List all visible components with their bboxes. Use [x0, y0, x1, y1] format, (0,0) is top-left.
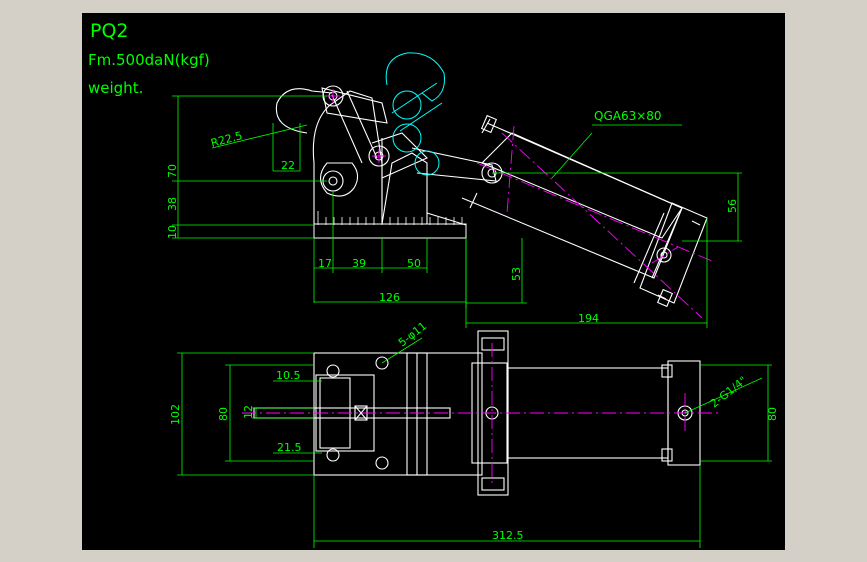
- dim-21-5: 21.5: [277, 441, 302, 454]
- dim-10-5: 10.5: [276, 369, 301, 382]
- hole-label: 5-φ11: [396, 319, 429, 349]
- dim-38: 38: [166, 197, 179, 211]
- dim-194: 194: [578, 312, 599, 325]
- drawing-canvas[interactable]: PQ2 Fm.500daN(kgf) weight.: [82, 13, 785, 550]
- dim-39: 39: [352, 257, 366, 270]
- weight-label: weight.: [88, 79, 143, 97]
- radius-label: R22.5: [209, 129, 243, 150]
- dim-10: 10: [166, 225, 179, 239]
- force-label: Fm.500daN(kgf): [88, 51, 210, 69]
- dim-126: 126: [379, 291, 400, 304]
- dim-56: 56: [726, 199, 739, 213]
- dim-102: 102: [169, 404, 182, 425]
- side-centerlines: [326, 89, 713, 319]
- side-dimensions: [172, 95, 742, 328]
- model-label: PQ2: [90, 20, 129, 42]
- base-plate: [313, 211, 467, 239]
- dim-312-5: 312.5: [492, 529, 524, 542]
- dim-12: 12: [242, 405, 255, 419]
- pivot-pins: [322, 85, 503, 192]
- dim-53: 53: [510, 267, 523, 281]
- cad-drawing: PQ2 Fm.500daN(kgf) weight.: [88, 20, 779, 548]
- dim-17: 17: [318, 257, 332, 270]
- top-dimensions: [177, 337, 772, 548]
- dim-80-left: 80: [217, 407, 230, 421]
- cylinder-label: QGA63×80: [594, 109, 662, 123]
- clamp-body: [312, 90, 467, 226]
- dim-22: 22: [281, 159, 295, 172]
- dim-70: 70: [166, 164, 179, 178]
- clamp-arm: [275, 87, 497, 197]
- side-view: R22.5 QGA63×80 22 70 38 10 17 39 50 126 …: [166, 52, 742, 328]
- dim-50: 50: [407, 257, 421, 270]
- top-view: 5-φ11 2-G1/4" 10.5 12 21.5 80 102 80 312…: [169, 319, 779, 548]
- air-cylinder: [461, 114, 708, 308]
- dim-80-right: 80: [766, 407, 779, 421]
- port-label: 2-G1/4": [708, 374, 750, 411]
- open-position-phantom: [385, 52, 445, 176]
